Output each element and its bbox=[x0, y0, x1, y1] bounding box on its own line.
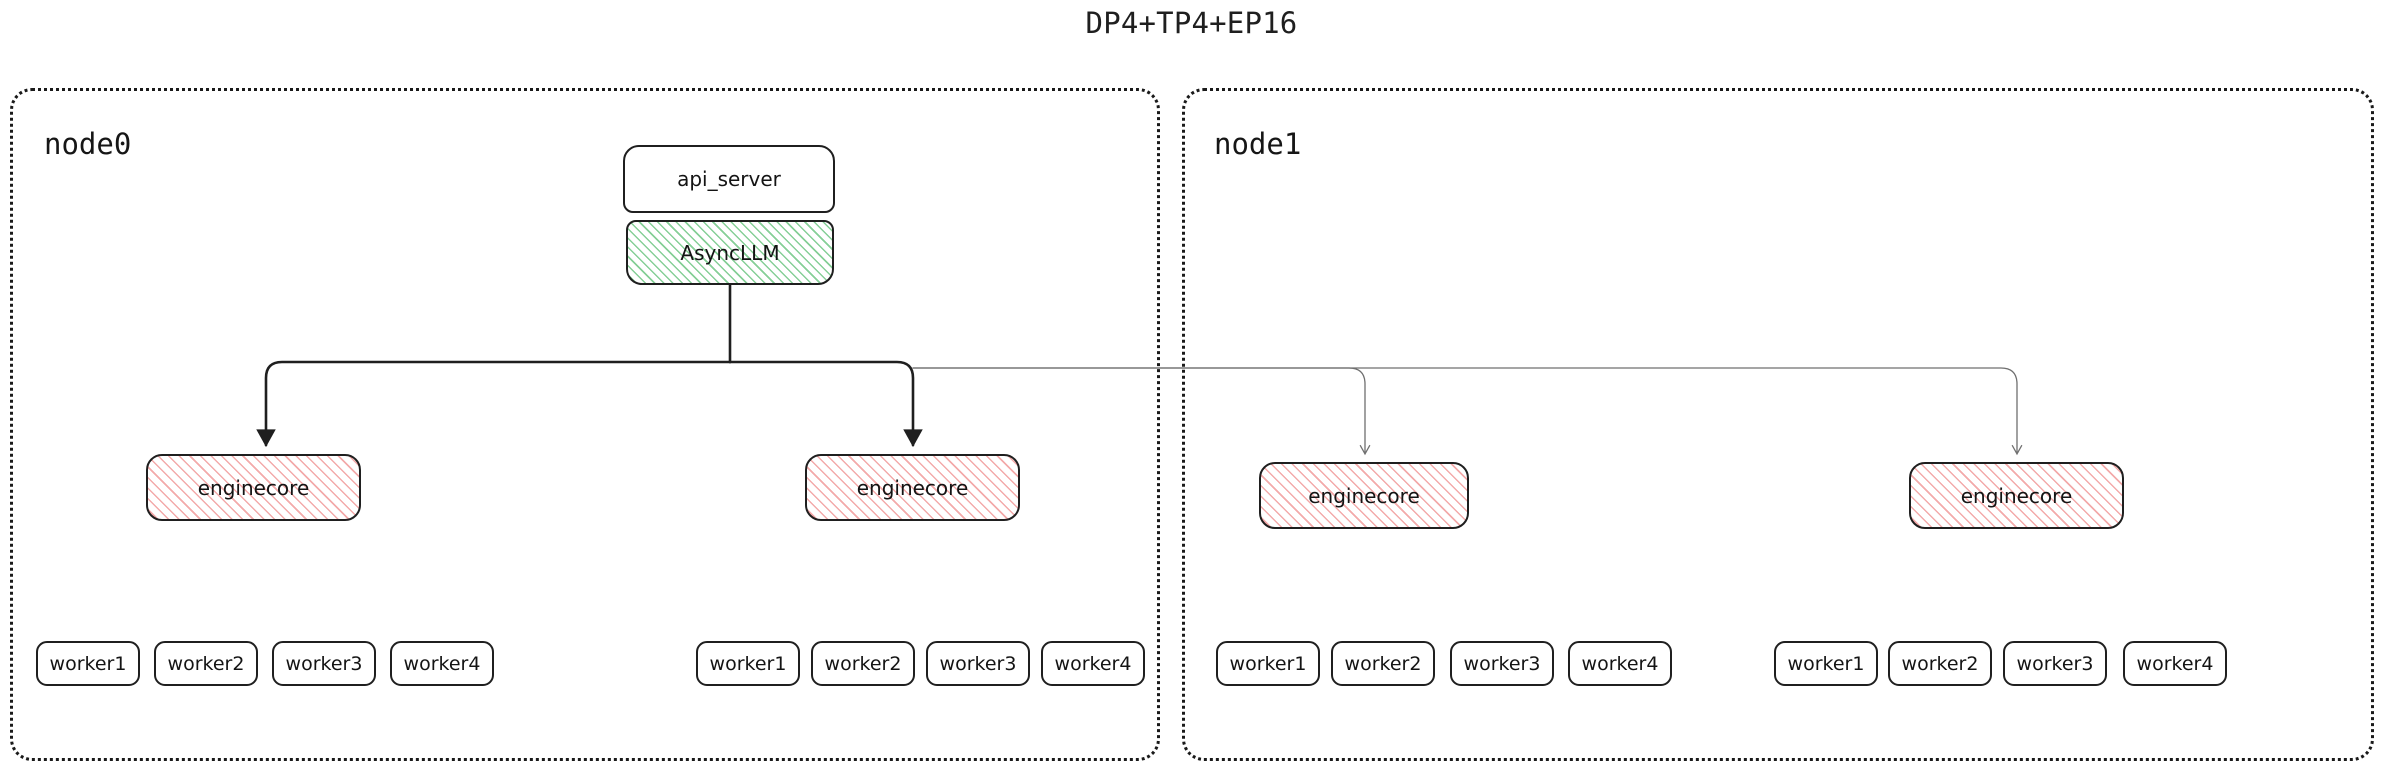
box-worker[interactable]: worker2 bbox=[1888, 641, 1992, 686]
box-worker[interactable]: worker3 bbox=[272, 641, 376, 686]
box-enginecore[interactable]: enginecore bbox=[805, 454, 1020, 521]
cluster-label-node1: node1 bbox=[1214, 127, 1302, 161]
box-worker[interactable]: worker4 bbox=[2123, 641, 2227, 686]
box-worker[interactable]: worker2 bbox=[154, 641, 258, 686]
box-enginecore[interactable]: enginecore bbox=[1909, 462, 2124, 529]
box-worker[interactable]: worker4 bbox=[390, 641, 494, 686]
box-worker[interactable]: worker3 bbox=[1450, 641, 1554, 686]
box-asyncllm[interactable]: AsyncLLM bbox=[626, 220, 834, 285]
box-worker[interactable]: worker3 bbox=[926, 641, 1030, 686]
page-title: DP4+TP4+EP16 bbox=[1085, 6, 1298, 40]
box-api-server[interactable]: api_server bbox=[623, 145, 835, 213]
cluster-label-node0: node0 bbox=[44, 127, 132, 161]
box-worker[interactable]: worker4 bbox=[1568, 641, 1672, 686]
box-worker[interactable]: worker3 bbox=[2003, 641, 2107, 686]
box-worker[interactable]: worker2 bbox=[811, 641, 915, 686]
box-worker[interactable]: worker1 bbox=[36, 641, 140, 686]
box-worker[interactable]: worker1 bbox=[1216, 641, 1320, 686]
box-worker[interactable]: worker1 bbox=[1774, 641, 1878, 686]
box-enginecore[interactable]: enginecore bbox=[146, 454, 361, 521]
box-worker[interactable]: worker2 bbox=[1331, 641, 1435, 686]
box-worker[interactable]: worker1 bbox=[696, 641, 800, 686]
box-enginecore[interactable]: enginecore bbox=[1259, 462, 1469, 529]
box-worker[interactable]: worker4 bbox=[1041, 641, 1145, 686]
